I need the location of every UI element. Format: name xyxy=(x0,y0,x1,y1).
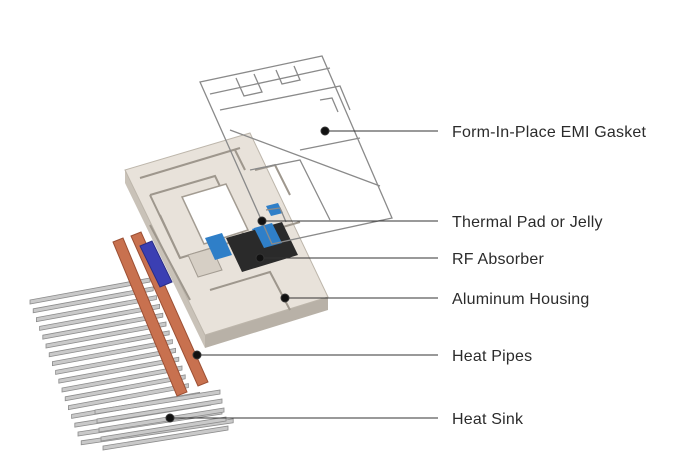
housing-window xyxy=(180,183,250,245)
side-thermal-pad xyxy=(139,240,173,288)
heat-sink-fin xyxy=(98,407,225,433)
heat-sink-fin xyxy=(29,277,151,305)
dot-heat-sink xyxy=(165,413,175,423)
dot-gasket xyxy=(320,126,330,136)
dot-rf-absorber xyxy=(255,253,265,263)
heat-sink-fins xyxy=(29,277,234,451)
heat-pipe-right xyxy=(130,231,209,387)
heat-sink-fin xyxy=(64,374,186,402)
heat-sink-fin xyxy=(42,312,164,340)
heat-sink-fin xyxy=(96,398,223,424)
heat-sink-fin xyxy=(52,339,173,367)
leader-lines xyxy=(165,126,438,423)
label-rf-absorber: RF Absorber xyxy=(452,251,544,268)
heat-sink-fin xyxy=(68,383,189,411)
thermal-pad-top xyxy=(266,203,283,216)
heat-sink-fin xyxy=(61,365,183,393)
heat-sink-fin xyxy=(55,347,177,375)
heat-sink-fin xyxy=(39,303,161,331)
heat-sink-fin xyxy=(45,321,167,349)
housing-side-bottom xyxy=(205,297,328,348)
rf-absorber xyxy=(226,222,298,272)
heat-sink-fin xyxy=(58,356,180,384)
label-housing: Aluminum Housing xyxy=(452,291,589,308)
heat-sink-fin xyxy=(36,295,157,323)
heat-sink-fin xyxy=(48,330,170,358)
heat-pipes xyxy=(112,231,209,397)
heat-pipe-left xyxy=(112,237,188,397)
emi-gasket xyxy=(199,55,393,245)
label-heat-sink: Heat Sink xyxy=(452,411,524,428)
label-heat-pipes: Heat Pipes xyxy=(452,348,532,365)
label-gasket: Form-In-Place EMI Gasket xyxy=(452,124,647,141)
label-thermal-pad: Thermal Pad or Jelly xyxy=(452,214,603,231)
heat-sink-fin xyxy=(100,416,227,442)
heat-sink-fin xyxy=(94,389,221,415)
heat-sink-fin xyxy=(32,286,154,314)
dot-heat-pipes xyxy=(192,350,202,360)
aluminum-housing xyxy=(124,132,329,348)
housing-side-left xyxy=(125,170,205,348)
dot-thermal-pad xyxy=(257,216,267,226)
dot-housing xyxy=(280,293,290,303)
thermal-pad-left xyxy=(205,233,232,260)
labels: Form-In-Place EMI Gasket Thermal Pad or … xyxy=(452,124,647,428)
heat-sink-fin xyxy=(102,425,229,451)
